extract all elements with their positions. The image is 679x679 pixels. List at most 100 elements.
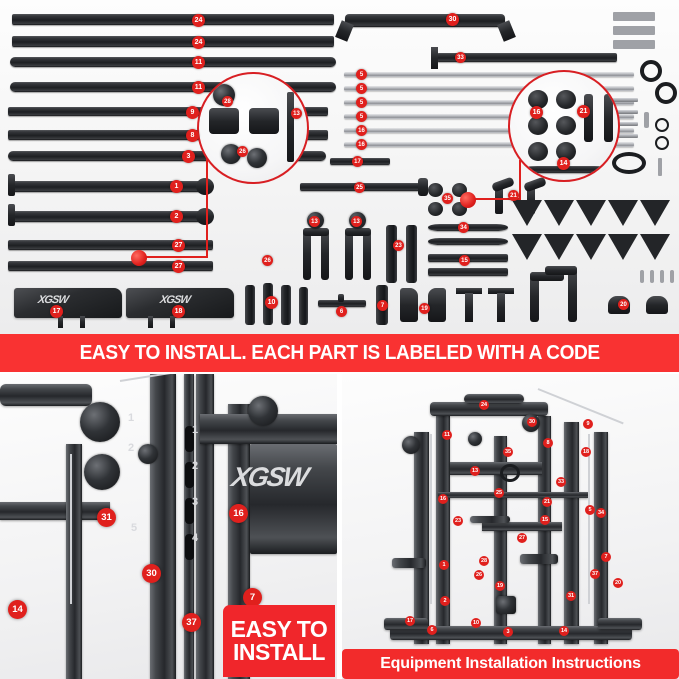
hardware-clip-3 xyxy=(660,270,664,283)
magnifier-right-source-dot xyxy=(460,192,476,208)
part-code-magnified: 14 xyxy=(557,157,570,170)
rack-callout: 2 xyxy=(440,596,450,606)
easy-badge-line1: EASY TO xyxy=(230,615,328,642)
gusset-r1-2 xyxy=(544,200,574,226)
photo-brand-logo: XGSW xyxy=(229,462,310,492)
rack-callout: 8 xyxy=(543,438,553,448)
magnifier-right xyxy=(508,70,620,182)
rail-number-1: 1 xyxy=(192,424,199,436)
hardware-screw-d xyxy=(612,134,638,138)
mag-right-foot-4 xyxy=(556,116,576,135)
part-post-10c xyxy=(281,285,291,325)
part-code: 30 xyxy=(446,13,459,26)
magnifier-right-leader xyxy=(468,198,520,200)
rack-callout: 18 xyxy=(581,447,591,457)
photo-callout: 14 xyxy=(8,600,27,619)
gusset-r1-5 xyxy=(640,200,670,226)
part-post-10a xyxy=(245,285,255,325)
rail-number-3: 3 xyxy=(192,496,199,508)
part-rod-5c xyxy=(344,100,634,105)
part-code: 17 xyxy=(50,305,63,318)
installation-caption-bar: Equipment Installation Instructions xyxy=(342,649,679,679)
part-bar-1 xyxy=(12,181,212,192)
part-code: 7 xyxy=(377,300,388,311)
part-bar-24b xyxy=(12,36,334,47)
part-bar-1-endcap xyxy=(196,178,214,195)
gusset-r2-1 xyxy=(512,234,542,260)
part-bar-2-endcap xyxy=(196,208,214,225)
part-bar-2-foot xyxy=(8,204,15,226)
rack-callout: 9 xyxy=(583,419,593,429)
part-lever-21b-head xyxy=(523,176,547,193)
part-code: 35 xyxy=(442,193,453,204)
rack-callout: 20 xyxy=(613,578,623,588)
part-tube-23b xyxy=(406,225,417,283)
hole-number-1: 1 xyxy=(128,412,135,424)
rack-callout: 31 xyxy=(566,591,576,601)
mag-right-foot-3 xyxy=(528,116,548,135)
rack-bar-smith xyxy=(438,492,588,498)
rack-callout: 16 xyxy=(438,494,448,504)
hardware-bolt-row-2 xyxy=(613,26,655,35)
gusset-r2-2 xyxy=(544,234,574,260)
photo-callout: 16 xyxy=(229,504,248,523)
part-rod-16a xyxy=(344,128,634,133)
frame-upright-secondary xyxy=(196,374,214,679)
gusset-r1-4 xyxy=(608,200,638,226)
hardware-screw-c xyxy=(612,122,638,126)
part-arch-30-left xyxy=(335,20,354,42)
part-clamp-13a-top xyxy=(303,228,329,236)
plate-17-leg-a xyxy=(58,316,63,328)
mag-right-lever-2 xyxy=(604,94,613,142)
part-bar-3 xyxy=(8,151,326,161)
rail-number-2: 2 xyxy=(192,460,199,472)
rack-upright-left-front xyxy=(414,432,429,644)
hardware-spring-a xyxy=(658,158,662,176)
hardware-screw-a xyxy=(612,98,638,102)
part-foot-35a xyxy=(428,183,443,197)
part-clamp-13a-left xyxy=(303,228,311,280)
pulley-mid xyxy=(138,444,158,464)
part-curve-34b xyxy=(428,238,508,245)
hardware-screw-b xyxy=(612,110,638,114)
plate-18-leg-a xyxy=(148,316,153,328)
rail-slot-4 xyxy=(185,534,194,560)
rack-callout: 3 xyxy=(503,627,513,637)
rack-callout: 35 xyxy=(503,447,513,457)
rack-handle-ring xyxy=(500,464,520,482)
part-bar-33 xyxy=(437,53,617,62)
part-code: 5 xyxy=(356,111,367,122)
rail-slot-1 xyxy=(185,426,194,452)
part-code: 24 xyxy=(192,14,205,27)
part-code: 18 xyxy=(172,305,185,318)
rack-callout: 17 xyxy=(405,616,415,626)
part-code: 23 xyxy=(393,240,404,251)
part-code: 27 xyxy=(172,239,185,252)
part-hook-b xyxy=(428,288,446,322)
rack-cable-right xyxy=(588,434,590,604)
part-arch-30-right xyxy=(497,20,516,42)
hole-number-5: 5 xyxy=(131,522,138,534)
rack-mid-beam xyxy=(450,462,542,475)
frame-upright-main xyxy=(150,374,176,679)
part-code: 17 xyxy=(352,156,363,167)
part-tfoot-19b xyxy=(488,288,514,294)
hardware-carabiner-a xyxy=(655,118,669,132)
part-code-magnified: 13 xyxy=(291,108,302,119)
magnifier-left-leader xyxy=(139,256,207,258)
part-bar-11b xyxy=(10,82,336,92)
cable-vertical xyxy=(70,454,72,604)
rack-weight-stack xyxy=(496,596,516,614)
rack-callout: 24 xyxy=(479,400,489,410)
part-code: 5 xyxy=(356,69,367,80)
part-clamp-13b-top xyxy=(345,228,371,236)
easy-badge-line2: INSTALL xyxy=(233,639,325,665)
part-plate-17 xyxy=(14,288,122,318)
mag-left-wheel-2 xyxy=(221,144,241,164)
mag-right-foot-2 xyxy=(556,90,576,109)
rack-callout: 15 xyxy=(540,515,550,525)
gusset-r1-1 xyxy=(512,200,542,226)
part-code-magnified: 28 xyxy=(222,96,233,107)
part-clamp-13b-right xyxy=(363,228,371,280)
hole-number-2: 2 xyxy=(128,442,135,454)
